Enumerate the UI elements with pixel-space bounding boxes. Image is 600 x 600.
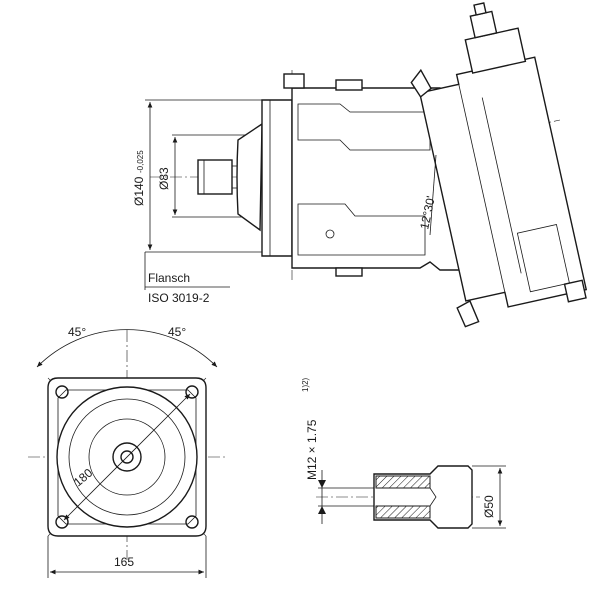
bolt-hole-top-left xyxy=(55,385,69,399)
thread-arrow-top xyxy=(318,480,326,488)
bolt-hole-top-right xyxy=(185,385,199,399)
shaft-detail: M12 × 1.75 1)2) Ø50 xyxy=(301,377,506,529)
port-hole xyxy=(325,229,335,239)
flange-label-line-1: Flansch xyxy=(148,271,190,285)
angled-detail-1 xyxy=(458,84,506,293)
housing-boss-top-2 xyxy=(335,79,363,91)
angle-arc xyxy=(36,329,218,368)
detail-bore-end xyxy=(429,487,437,507)
thread-label: M12 × 1.75 xyxy=(305,419,319,480)
thread-arrow-bottom xyxy=(318,506,326,514)
top-view: Ø140 -0,025 Ø83 12°30' Flansch ISO 3019-… xyxy=(132,2,588,328)
angled-detail-2 xyxy=(481,97,522,274)
bolt-hole-bottom-right xyxy=(185,515,199,529)
housing-cutout-lower xyxy=(297,203,426,256)
control-stub xyxy=(473,2,487,16)
dim-pilot-diameter: Ø83 xyxy=(157,167,171,190)
shaft xyxy=(197,159,233,195)
bolt-circle-dim-line xyxy=(63,393,191,521)
flange-inner-outline xyxy=(57,389,197,525)
port-fitting-top xyxy=(410,68,432,98)
detail-diameter-label: Ø50 xyxy=(482,495,496,518)
detail-hatch-lower xyxy=(375,505,431,519)
angled-foot xyxy=(563,279,587,303)
mounting-flange xyxy=(261,99,293,257)
flange-label-line-2: ISO 3019-2 xyxy=(148,291,210,305)
flange-pilot xyxy=(236,122,263,232)
dim-outer-tolerance: -0,025 xyxy=(136,150,145,173)
bolt-hole-bottom-left xyxy=(55,515,69,529)
thread-note: 1)2) xyxy=(301,377,310,392)
dim-angle: 12°30' xyxy=(417,195,438,231)
angle-right-label: 45° xyxy=(168,325,186,339)
angle-dim-line xyxy=(429,154,437,236)
width-label: 165 xyxy=(114,555,134,569)
housing-cutout-upper xyxy=(297,103,431,151)
front-view: 45° 45° 180 165 xyxy=(28,325,228,578)
angled-cylinder-housing xyxy=(418,56,588,308)
housing-boss-bottom xyxy=(335,267,363,277)
detail-shaft-body xyxy=(373,465,473,529)
housing-boss-top xyxy=(283,73,305,89)
port-fitting-bottom xyxy=(456,300,480,328)
detail-hatch-upper xyxy=(375,475,431,489)
dim-outer-diameter: Ø140 xyxy=(132,176,146,206)
angle-left-label: 45° xyxy=(68,325,86,339)
control-valve xyxy=(469,10,498,39)
